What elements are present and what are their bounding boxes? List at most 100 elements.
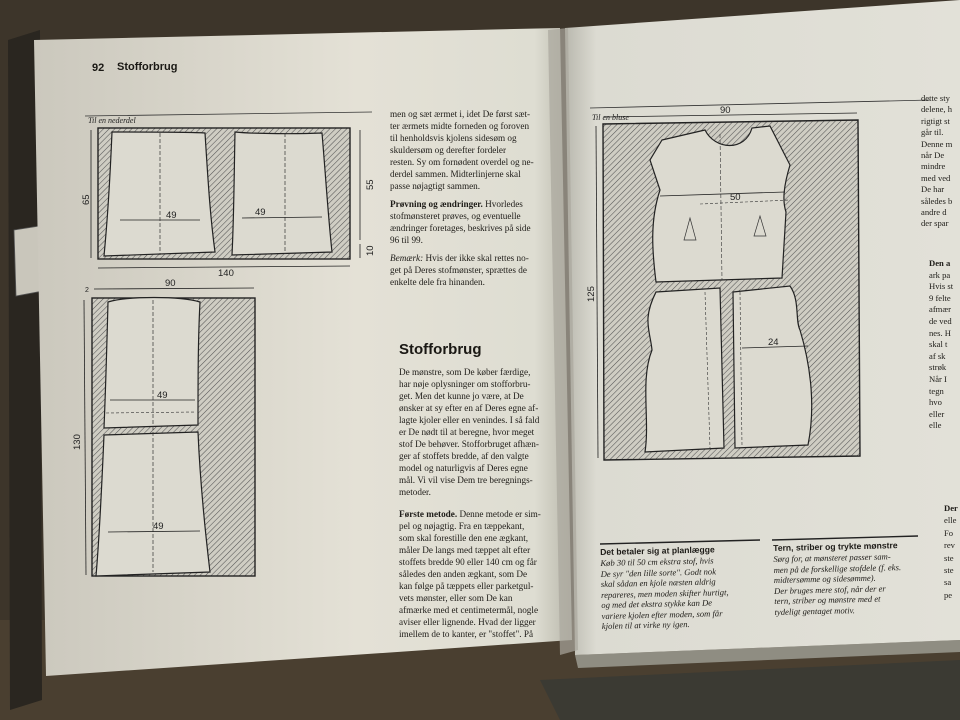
section-line: metoder.: [399, 487, 431, 497]
method-line: som skal forestille den ene ægkant,: [399, 533, 529, 543]
edge-line: rigtigt st: [921, 115, 950, 126]
edge-line: Når I: [929, 373, 947, 384]
edge-line: Der: [944, 503, 958, 513]
edge-line: eller: [929, 408, 945, 419]
blouse-width-label: 90: [720, 105, 731, 116]
blouse-layout-figure: [589, 99, 931, 461]
edge-column-mid: Den a ark pa Hvis st 9 felte afmær de ve…: [929, 258, 960, 432]
intro-line: derdel sammen. Midterlinjerne skal: [390, 169, 521, 179]
intro-line: resten. Sy om fornødent overdel og ne-: [390, 157, 534, 167]
dress-corner-mark: 2: [85, 287, 89, 294]
edge-line: dette sty: [921, 93, 950, 103]
page-number: 92: [92, 62, 105, 74]
skirt-height-right: 55: [365, 179, 376, 190]
tip-box-planning: Det betaler sig at planlægge Køb 30 til …: [600, 543, 729, 631]
edge-column-top: dette sty delene, h rigtigt st går til. …: [921, 93, 960, 230]
edge-line: andre d: [921, 207, 947, 218]
edge-line: går til.: [921, 127, 944, 138]
method-line: imellem de to kanter, er "stoffet". På: [399, 629, 534, 639]
intro-line: men og sæt ærmet i, idet De først sæt-: [390, 109, 531, 119]
blouse-back-width: 24: [768, 337, 779, 348]
section-column: De mønstre, som De køber færdige, har nø…: [399, 366, 541, 640]
section-line: ger af stoffets bredde, af den valgte: [399, 451, 529, 461]
edge-line: sa: [944, 577, 952, 588]
edge-line: 9 felte: [929, 292, 951, 303]
blouse-height-label: 125: [586, 286, 597, 302]
edge-line: De har: [921, 184, 945, 195]
skirt-piece-width-1: 49: [166, 210, 177, 221]
blouse-caption: Til en bluse: [592, 113, 629, 122]
skirt-hem-label: 10: [365, 245, 376, 256]
skirt-height-left: 65: [81, 194, 92, 205]
method-line: måler De langs med tæppet alt efter: [399, 545, 531, 555]
bemaerk-line: get på Deres stofmønster, sprættes de: [390, 265, 527, 275]
edge-line: elle: [944, 515, 957, 526]
method-line: kan følge på tæppets eller parketgul-: [399, 581, 534, 591]
dress-piece-width-bottom: 49: [153, 521, 164, 532]
proving-head: Prøvning og ændringer.: [390, 199, 483, 209]
edge-line: strøk: [929, 362, 947, 373]
intro-line: til henholdsvis kjolens sidesøm og: [390, 133, 517, 143]
proving-line: stofmønsteret prøves, og eventuelle: [390, 211, 521, 221]
edge-line: Denne m: [921, 138, 953, 149]
method-line: vets mønster, eller som De kan: [399, 593, 513, 603]
bemaerk-head: Bemærk:: [390, 253, 424, 263]
section-line: model og naturligvis af Deres egne: [399, 463, 528, 473]
edge-line: skal t: [929, 339, 948, 350]
section-line: mål. Vi vil vise Dem tre beregnings-: [399, 475, 533, 485]
edge-line: der spar: [921, 218, 949, 229]
edge-line: nes. H: [929, 327, 951, 338]
edge-line: tegn: [929, 385, 944, 396]
section-line: har nøje oplysninger om stofforbru-: [399, 379, 531, 389]
method-line: aviser eller lignende. Hvad der ligger: [399, 617, 536, 627]
skirt-caption: Til en nederdel: [88, 116, 136, 125]
edge-column-bottom: Der elle Fo rev ste ste sa pe: [944, 502, 960, 601]
method-line: Denne metode er sim-: [457, 509, 541, 519]
edge-line: således b: [921, 195, 953, 206]
edge-line: hvo: [929, 397, 942, 408]
edge-line: pe: [944, 589, 953, 600]
edge-line: ste: [944, 552, 954, 563]
bemaerk-line: Hvis der ikke skal rettes no-: [423, 253, 529, 263]
running-head: Stofforbrug: [117, 61, 178, 73]
intro-line: passe nøjagtigt sammen.: [390, 181, 481, 191]
edge-line: Den a: [929, 258, 951, 268]
edge-line: elle: [929, 420, 942, 431]
section-line: er De nødt til at beregne, hvor meget: [399, 427, 535, 437]
method-line: pel og nøjagtig. Fra en tæppekant,: [399, 521, 525, 531]
section-line: lagte kjoler eller en venindes. I så fal…: [399, 415, 540, 425]
tip-box-patterns: Tern, striber og trykte mønstre Sørg for…: [773, 539, 902, 617]
method-line: således den anden ægkant, som De: [399, 569, 528, 579]
method-paragraph: Første metode. Denne metode er sim-: [399, 508, 541, 520]
edge-line: de ved: [929, 315, 952, 326]
dress-height-label: 130: [72, 434, 83, 450]
blouse-front-width: 50: [730, 192, 741, 203]
proving-line: ændringer foretages, beskrives på side: [390, 223, 531, 233]
skirt-piece-width-2: 49: [255, 207, 266, 218]
edge-line: delene, h: [921, 104, 953, 115]
skirt-layout-figure: [84, 111, 373, 269]
edge-line: Hvis st: [929, 281, 954, 292]
bemaerk-line: enkelte dele fra hinanden.: [390, 277, 485, 287]
edge-line: rev: [944, 540, 955, 551]
proving-paragraph: Prøvning og ændringer. Hvorledes: [390, 198, 534, 210]
edge-line: ste: [944, 565, 954, 576]
edge-line: når De: [921, 150, 945, 161]
section-line: get. Men det kunne jo være, at De: [399, 391, 524, 401]
proving-line: Hvorledes: [482, 199, 523, 209]
edge-line: ark pa: [929, 269, 951, 280]
edge-line: mindre: [921, 161, 946, 172]
section-line: De mønstre, som De køber færdige,: [399, 367, 531, 377]
section-line: stof De behøver. Stofforbruget afhæn-: [399, 439, 539, 449]
bemaerk-paragraph: Bemærk: Hvis der ikke skal rettes no-: [390, 252, 534, 264]
method-head: Første metode.: [399, 509, 458, 519]
intro-column: men og sæt ærmet i, idet De først sæt- t…: [390, 108, 534, 288]
edge-line: af sk: [929, 350, 946, 361]
skirt-width-label: 140: [218, 268, 234, 279]
section-title: Stofforbrug: [399, 341, 482, 358]
dress-width-label: 90: [165, 278, 176, 289]
method-line: afmærke med et centimetermål, nogle: [399, 605, 539, 615]
edge-line: afmær: [929, 304, 951, 315]
